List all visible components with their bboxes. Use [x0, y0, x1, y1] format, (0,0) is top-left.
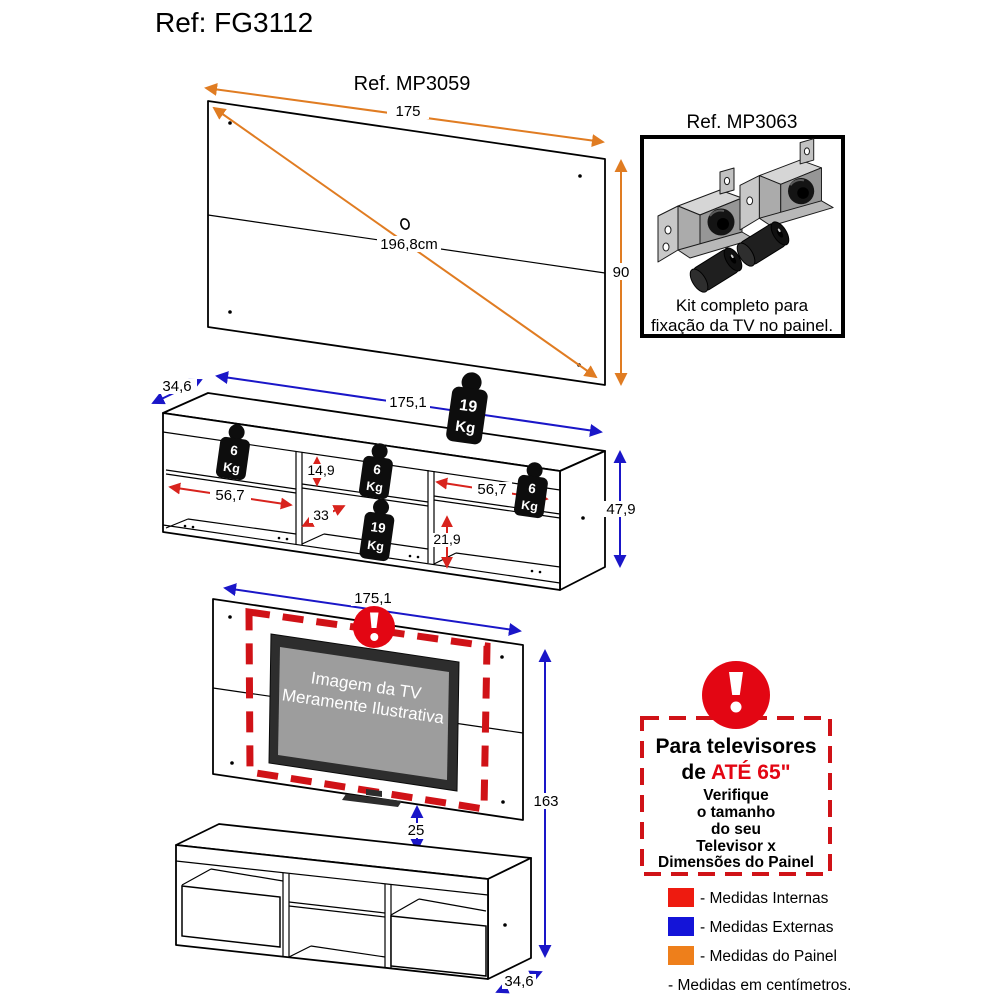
tv-stand-neck: [366, 789, 382, 797]
svg-text:Kg: Kg: [454, 418, 476, 438]
rack-right-height-value: 21,9: [433, 531, 460, 547]
assembly-diagram: 175,1 Imagem da TV Meramente Ilustrativa: [175, 583, 565, 994]
legend-label-externas: - Medidas Externas: [700, 919, 834, 936]
svg-text:19: 19: [458, 397, 478, 416]
weight-badge-top-icon: 19 Kg: [446, 372, 488, 445]
kit-ref-label: Ref. MP3063: [687, 112, 798, 133]
svg-text:Kg: Kg: [222, 460, 240, 476]
panel-diagram: Ref. MP3059 175 90 196,8cm: [204, 73, 636, 386]
warning-line3: Verifique: [703, 787, 769, 804]
assembly-rack: [175, 823, 532, 980]
rack-right-width-value: 56,7: [477, 481, 506, 498]
weight-badge-middle-top-icon: 6 Kg: [358, 443, 393, 500]
panel-width-value: 175: [395, 103, 420, 120]
warning-icon-small: [353, 606, 395, 648]
rack-width-value: 175,1: [389, 394, 427, 411]
warning-line5: do seu: [711, 821, 761, 838]
rack-right-face: [559, 450, 606, 591]
mounting-kit-illustration: [657, 138, 834, 293]
svg-text:Kg: Kg: [366, 538, 384, 554]
assembly-rack-right-door: [390, 915, 487, 977]
legend-swatch-painel: [668, 946, 694, 965]
panel-diagonal-value: 196,8cm: [380, 236, 438, 253]
warning-line6: Televisor x: [696, 838, 776, 855]
warning-line2: de ATÉ 65": [681, 761, 790, 784]
bracket-icon: [739, 138, 834, 231]
warning-line4: o tamanho: [697, 804, 775, 821]
assembly-clearance-value: 25: [408, 822, 425, 839]
rack-depth-value: 34,6: [162, 378, 191, 395]
tv-illustration: Imagem da TV Meramente Ilustrativa: [268, 633, 460, 807]
tv-size-warning-box: Para televisores de ATÉ 65" Verifique o …: [640, 661, 832, 876]
assembly-panel-holes: [228, 615, 505, 804]
rack-left-width-value: 56,7: [215, 487, 244, 504]
assembly-rack-side-hole: [503, 923, 507, 927]
weight-badge-right-icon: 6 Kg: [513, 462, 548, 519]
assembly-depth-value: 34,6: [504, 973, 533, 990]
legend-swatch-externas: [668, 917, 694, 936]
kit-caption-line2: fixação da TV no painel.: [651, 316, 833, 335]
assembly-rack-right-face: [487, 857, 532, 980]
legend-label-internas: - Medidas Internas: [700, 890, 829, 907]
tv-stand-base: [342, 794, 402, 807]
kit-caption-line1: Kit completo para: [676, 296, 809, 315]
rack-pin-holes: [183, 516, 585, 574]
spacer-cylinder-icon: [736, 221, 790, 267]
warning-icon-large: [702, 661, 770, 729]
svg-text:6: 6: [372, 462, 382, 478]
spacer-cylinder-icon: [689, 247, 743, 293]
legend-units-note: - Medidas em centímetros.: [668, 977, 851, 994]
svg-text:Kg: Kg: [365, 479, 383, 495]
assembly-width-value: 175,1: [354, 590, 392, 607]
rack-height-value: 47,9: [606, 501, 635, 518]
legend: - Medidas Internas - Medidas Externas - …: [668, 888, 851, 994]
rack-middle-width-value: 33: [313, 507, 329, 523]
svg-text:19: 19: [370, 519, 387, 536]
rack-middle-top-height-value: 14,9: [307, 462, 334, 478]
warning-line1: Para televisores: [655, 735, 816, 758]
svg-text:6: 6: [229, 443, 239, 459]
legend-swatch-internas: [668, 888, 694, 907]
page-title: Ref: FG3112: [155, 7, 313, 38]
svg-text:6: 6: [527, 481, 537, 497]
bracket-icon: [657, 167, 755, 263]
tv-screen: [278, 647, 449, 780]
panel-ref-label: Ref. MP3059: [354, 73, 471, 95]
rack-diagram: 34,6 175,1 47,9 56,7 14,9 33 56,7 21,9 1…: [151, 371, 639, 591]
assembly-rack-left-door: [181, 885, 281, 948]
panel-height-value: 90: [613, 264, 630, 281]
legend-label-painel: - Medidas do Painel: [700, 948, 837, 965]
weight-badge-middle-bottom-icon: 19 Kg: [359, 499, 395, 562]
tv-max-size-dashed-zone: [245, 607, 491, 814]
warning-line7: Dimensões do Painel: [658, 854, 814, 871]
fixing-kit-box: Ref. MP3063: [640, 112, 845, 338]
weight-badge-left-icon: 6 Kg: [215, 424, 250, 481]
assembly-height-value: 163: [533, 793, 558, 810]
svg-text:Kg: Kg: [520, 498, 538, 514]
